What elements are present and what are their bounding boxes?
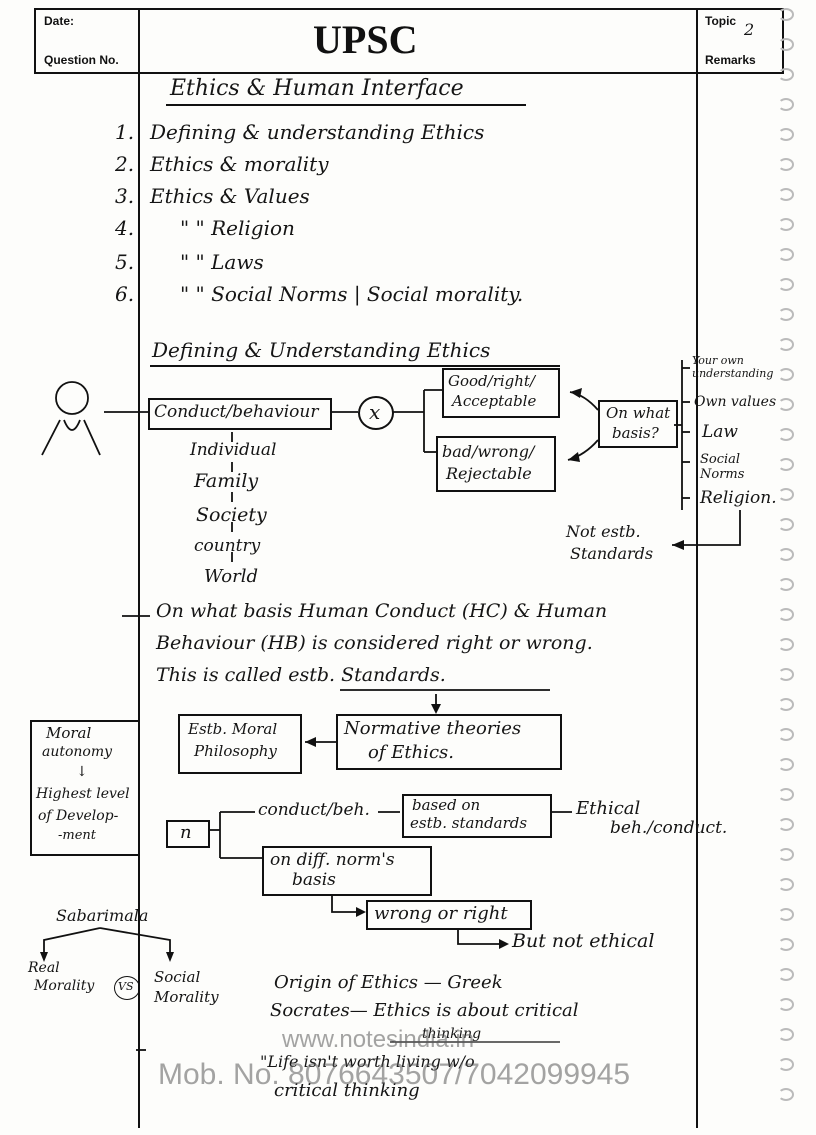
wrong-right-box: wrong or right (366, 900, 532, 930)
paragraph-line: This is called estb. Standards. (156, 664, 446, 686)
conduct-beh-label: conduct/beh. (258, 800, 370, 820)
list-item-text: Defining & understanding Ethics (150, 120, 485, 144)
level-society: Society (196, 504, 267, 526)
ethical-label: Ethical (576, 798, 641, 819)
origin-line: Origin of Ethics — Greek (274, 972, 503, 993)
list-item-num: 4. (115, 216, 135, 240)
watermark-mob: Mob. No. 8076643507/7042099945 (158, 1058, 631, 1091)
social-morality-label: Morality (154, 988, 219, 1006)
question-label: Question No. (44, 53, 119, 67)
origin-line: thinking (422, 1026, 482, 1042)
list-item-num: 6. (115, 282, 135, 306)
n-box: n (166, 820, 210, 848)
list-item-num: 2. (115, 152, 135, 176)
x-circle: x (358, 396, 394, 430)
normative-box: Normative theories of Ethics. (336, 714, 562, 770)
not-estb-line2: Standards (570, 544, 654, 563)
sabarimala-label: Sabarimala (56, 906, 149, 925)
page-heading: Ethics & Human Interface (170, 76, 464, 101)
paragraph-line: On what basis Human Conduct (HC) & Human (156, 600, 608, 622)
ethical-label-2: beh./conduct. (610, 818, 728, 838)
watermark-url: www.notesindia.in (282, 1026, 475, 1053)
estb-philosophy-box: Estb. Moral Philosophy (178, 714, 302, 774)
header-right-divider (696, 8, 698, 1128)
real-morality-label: Morality (34, 978, 95, 994)
origin-line: Socrates— Ethics is about critical (270, 1000, 579, 1021)
diff-norms-box: on diff. norm's basis (262, 846, 432, 896)
real-label: Real (28, 960, 60, 976)
spiral-binding (778, 0, 808, 1135)
but-not-ethical: But not ethical (512, 930, 655, 952)
list-item-text: " " Social Norms | Social morality. (180, 282, 524, 306)
section-underline (150, 365, 560, 367)
basis-own-values: Own values (694, 394, 777, 410)
level-country: country (194, 536, 261, 556)
list-item-num: 3. (115, 184, 135, 208)
paragraph-line: Behaviour (HB) is considered right or wr… (156, 632, 593, 654)
basis-social-norms: Social Norms (700, 452, 745, 482)
moral-autonomy-box: Moral autonomy ↓ Highest level of Develo… (30, 720, 140, 856)
remarks-label: Remarks (705, 53, 756, 67)
level-family: Family (194, 470, 259, 492)
list-item-text: Ethics & Values (150, 184, 310, 208)
topic-label: Topic (705, 14, 737, 28)
social-label: Social (154, 968, 201, 986)
section-heading: Defining & Understanding Ethics (152, 338, 491, 362)
list-item-text: " " Religion (180, 216, 295, 240)
level-world: World (204, 566, 258, 587)
basis-own-understanding: Your own understanding (692, 354, 774, 380)
good-box: Good/right/ Acceptable (442, 368, 560, 418)
based-on-box: based on estb. standards (402, 794, 552, 838)
level-individual: Individual (190, 440, 277, 460)
list-item-text: Ethics & morality (150, 152, 329, 176)
bad-box: bad/wrong/ Rejectable (436, 436, 556, 492)
origin-line: critical thinking (274, 1080, 420, 1101)
list-item-text: " " Laws (180, 250, 264, 274)
not-estb-line1: Not estb. (566, 522, 641, 541)
page-title: UPSC (313, 17, 418, 62)
basis-box: On what basis? (598, 400, 678, 448)
vs-circle: VS (114, 976, 140, 1000)
list-item-num: 1. (115, 120, 135, 144)
date-label: Date: (44, 14, 75, 28)
header-left-divider (138, 8, 140, 1128)
basis-religion: Religion. (700, 488, 777, 508)
topic-value: 2 (744, 20, 755, 39)
conduct-box: Conduct/behaviour (148, 398, 332, 430)
list-item-num: 5. (115, 250, 135, 274)
heading-underline (166, 104, 526, 106)
basis-law: Law (702, 422, 738, 442)
origin-line: "Life isn't worth living w/o (260, 1052, 475, 1071)
